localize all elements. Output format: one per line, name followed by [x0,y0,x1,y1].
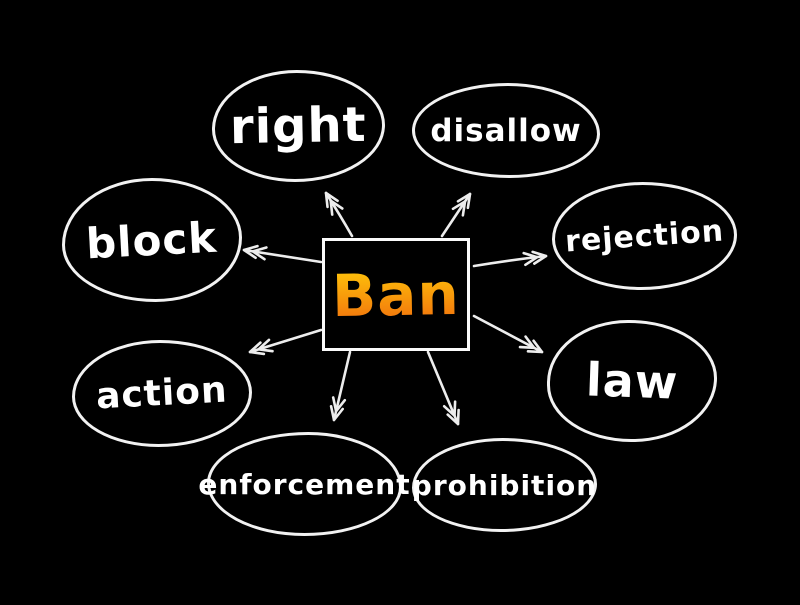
node-right-label: right [229,96,368,156]
arrow-to-action [248,328,323,356]
node-rejection: rejection [552,182,737,290]
arrow-to-prohibition [426,350,460,426]
node-law: law [547,320,717,442]
node-block: block [62,178,242,302]
node-enforcement: enforcement [198,432,410,536]
node-prohibition-label: prohibition [411,468,598,502]
node-disallow-label: disallow [430,112,582,149]
node-law-label: law [584,352,680,410]
arrow-to-block [242,244,323,264]
node-enforcement-label: enforcement [198,467,411,501]
center-node-ban: Ban [322,238,470,351]
node-disallow: disallow [412,83,600,178]
arrow-to-disallow [440,192,472,238]
node-action: action [72,340,252,447]
center-node-label: Ban [331,259,461,330]
arrow-to-enforcement [329,350,352,422]
node-right: right [212,70,385,182]
node-block-label: block [85,212,219,268]
arrow-to-right [324,191,354,238]
arrow-to-rejection [472,250,548,268]
node-rejection-label: rejection [563,212,726,260]
node-prohibition: prohibition [412,438,597,532]
node-action-label: action [95,369,229,418]
arrow-to-law [472,314,544,354]
